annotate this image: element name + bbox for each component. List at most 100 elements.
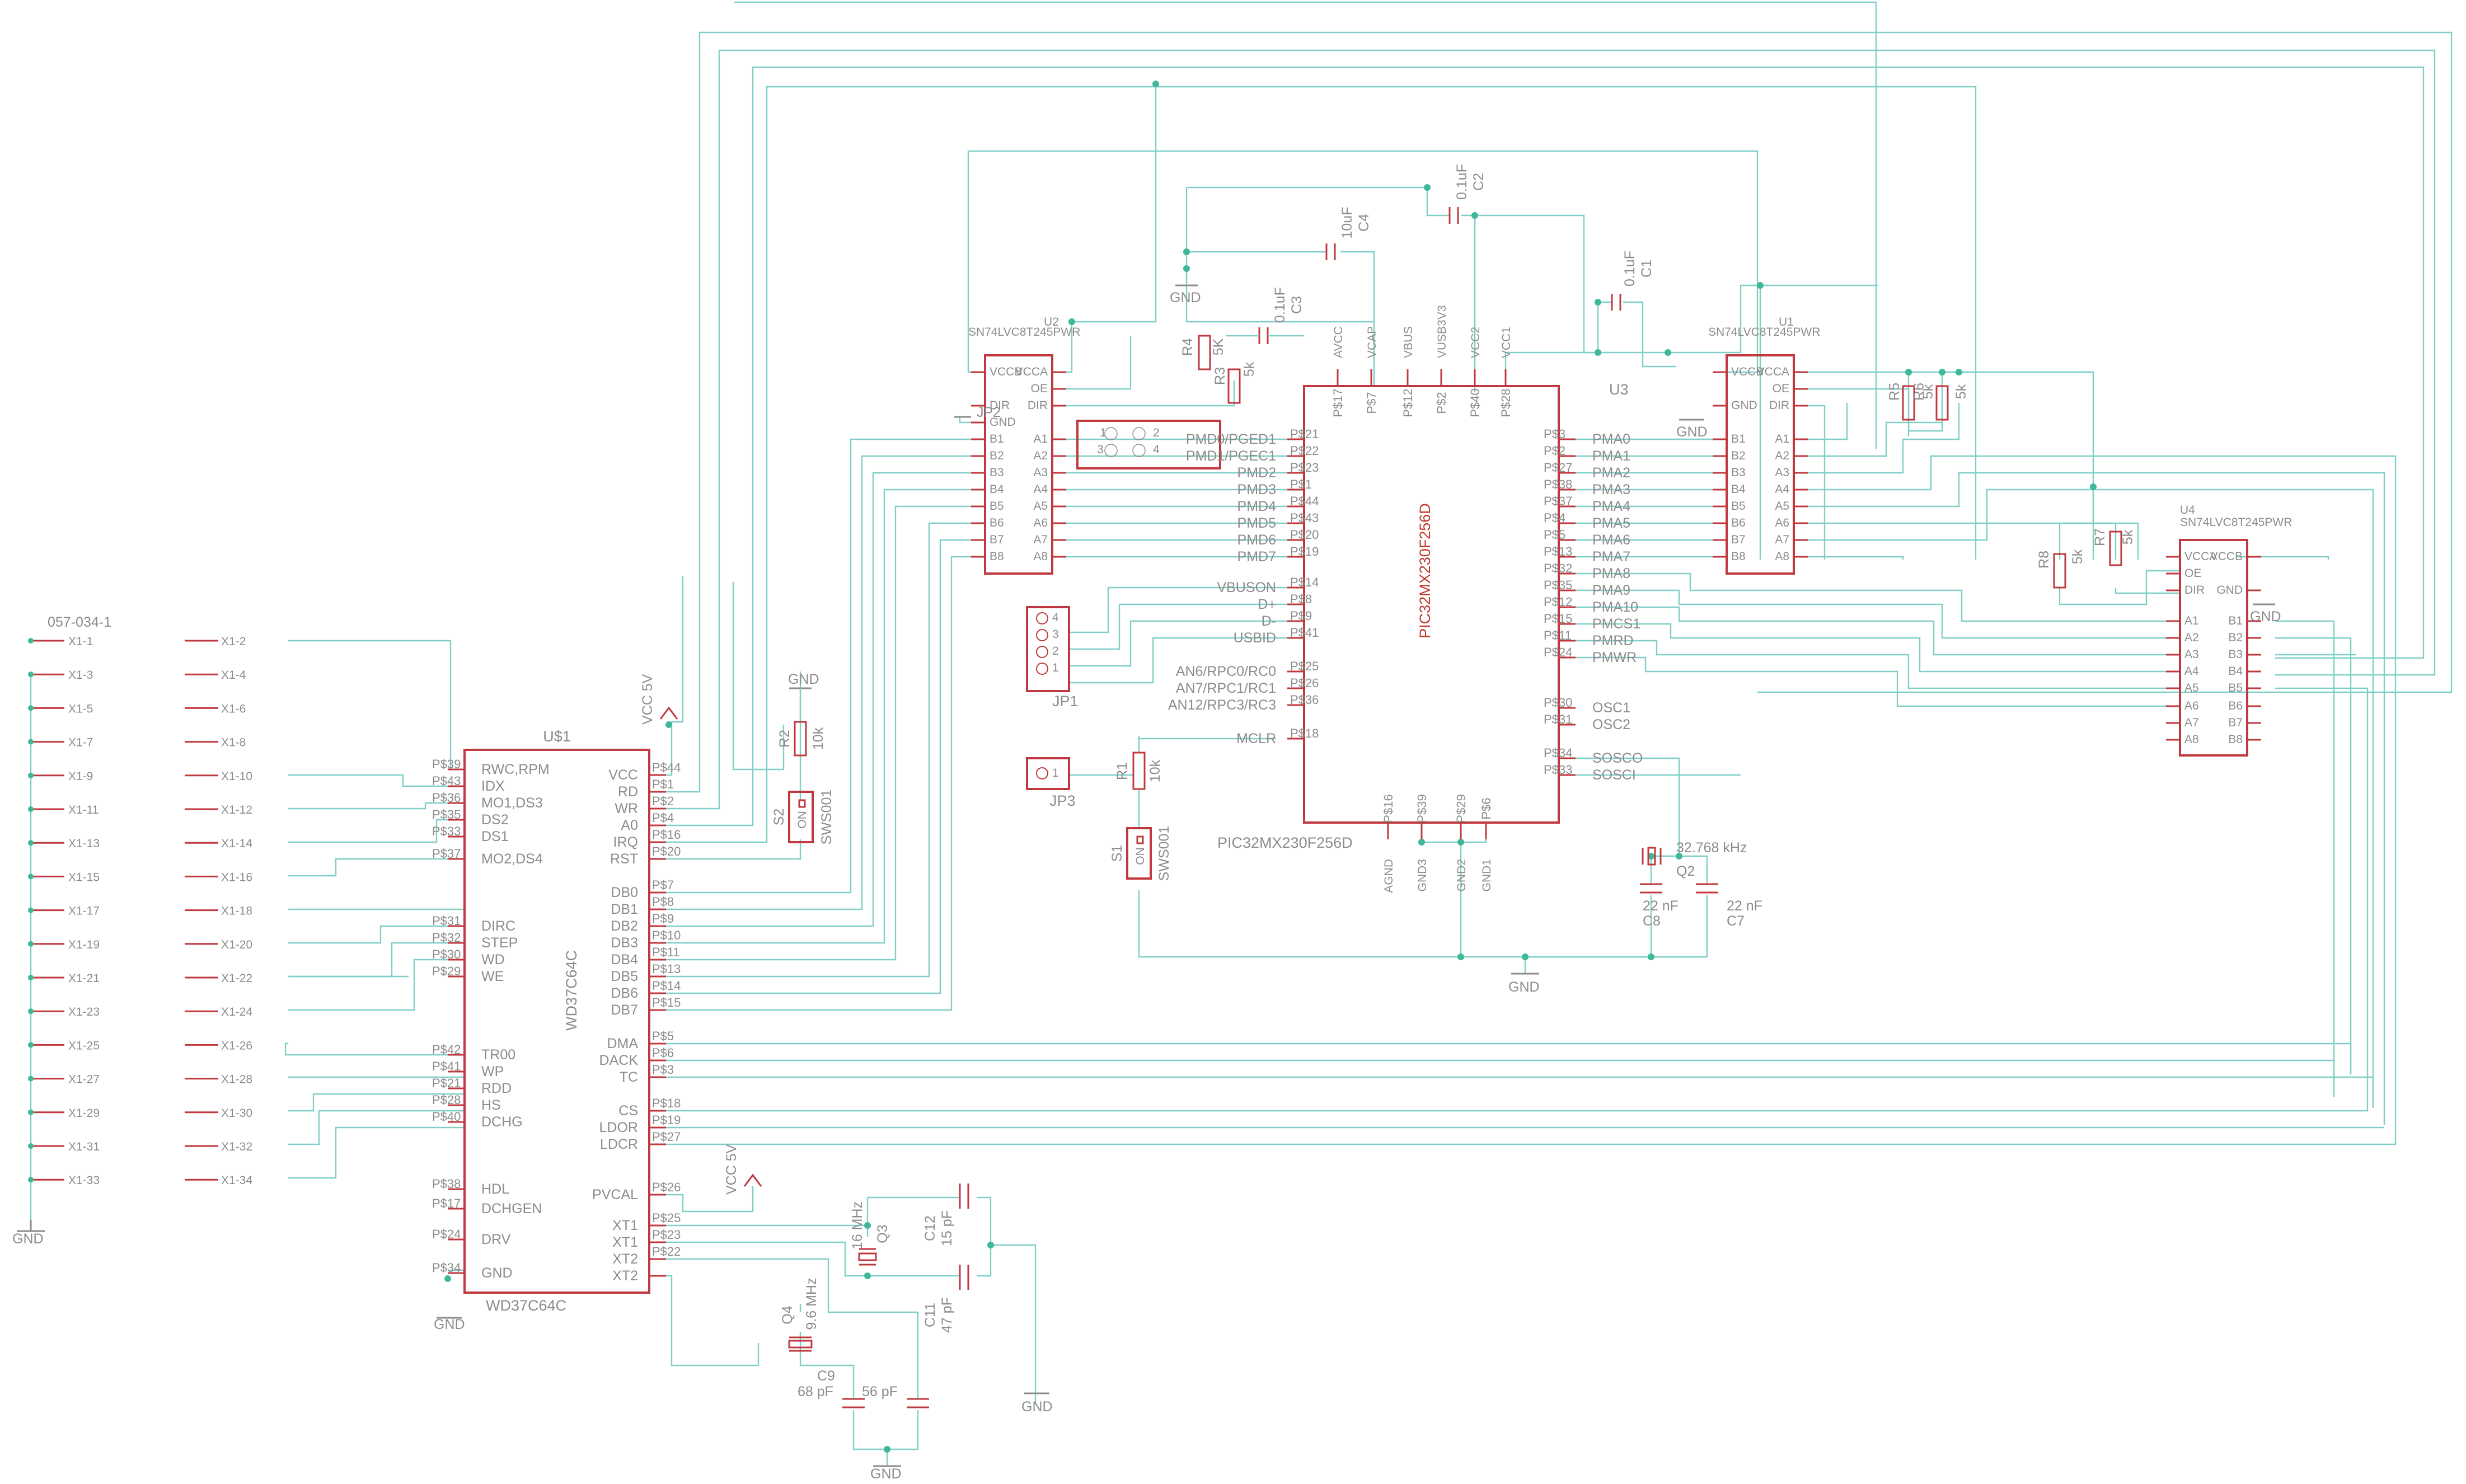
u1-pin-label: VCCB <box>1731 365 1764 378</box>
r2-value: 10k <box>810 727 826 750</box>
u2-pin-label: A4 <box>1033 483 1048 496</box>
chip-us1: U$1 WD37C64C WD37C64C RWC,RPMP$39IDXP$43… <box>432 728 681 1332</box>
u1-pin-label: B5 <box>1731 500 1746 513</box>
c3-value: 0.1uF <box>1272 287 1288 323</box>
c11-value: 47 pF <box>939 1297 955 1333</box>
us1-pin-label: DRV <box>481 1232 511 1247</box>
us1-pad: P$26 <box>652 1180 681 1194</box>
r7-value: 5k <box>2120 529 2136 544</box>
u2-pin-label: B1 <box>990 433 1004 445</box>
r1-value: 10k <box>1147 759 1163 782</box>
s2-ref: S2 <box>771 809 787 826</box>
connector-part: 057-034-1 <box>48 614 111 630</box>
connector-pin-label: X1-13 <box>68 837 100 850</box>
us1-pad: P$22 <box>652 1245 681 1258</box>
connector-pin-label: X1-21 <box>68 972 100 985</box>
u3-pin-label: AN6/RPC0/RC0 <box>1176 664 1276 679</box>
c1-value: 0.1uF <box>1622 251 1638 287</box>
u3-pin-label: VBUS <box>1402 326 1415 358</box>
u4-pin-label: OE <box>2184 567 2201 580</box>
c1-ref: C1 <box>1639 260 1654 278</box>
us1-pad: P$16 <box>652 828 681 842</box>
r7-ref: R7 <box>2092 528 2108 546</box>
us1-pin-label: RD <box>618 784 638 800</box>
u3-pin-label: GND1 <box>1480 859 1493 891</box>
connector-pin-label: X1-17 <box>68 905 100 918</box>
us1-pad: P$1 <box>652 777 674 791</box>
u3-pad: P$12 <box>1401 388 1415 417</box>
u1-pin-label: A4 <box>1775 483 1789 496</box>
jp1-ref: JP1 <box>1052 693 1079 710</box>
us1-pin-label: GND <box>481 1265 513 1281</box>
u2-pin-label: B2 <box>990 449 1004 462</box>
crystals: 32.768 kHz Q2 16 MHz Q3 9.6 MHz Q4 <box>780 840 1747 1352</box>
u2-pin-label: VCCA <box>1015 365 1048 378</box>
us1-pin-label: RDD <box>481 1081 512 1096</box>
u2-pin-label: A2 <box>1033 449 1048 462</box>
r2-gnd: GND <box>788 671 819 687</box>
net-wires <box>30 1 2453 1466</box>
pin-junction <box>28 840 34 846</box>
u4-pin-label: B4 <box>2228 665 2243 678</box>
r2-s2: GND R2 10k ON S2 SWS001 <box>771 671 834 844</box>
u4-pin-label: B6 <box>2228 699 2243 712</box>
c10-value: 56 pF <box>862 1384 898 1400</box>
us1-pad: P$20 <box>652 844 681 858</box>
vcc-label-2: VCC 5V <box>724 1144 739 1195</box>
jumper-jp2: 1 2 3 4 <box>1076 420 1221 469</box>
connector-pin-label: X1-28 <box>221 1073 252 1086</box>
q3-value: 16 MHz <box>850 1201 865 1250</box>
u4-pin-label: A4 <box>2184 665 2199 678</box>
r4-value: 5K <box>1211 338 1226 355</box>
jp1-pin-2: 2 <box>1052 645 1059 658</box>
connector-pin-label: X1-31 <box>68 1140 100 1153</box>
us1-pin-label: CS <box>618 1103 638 1119</box>
u3-pin-label: SOSCI <box>1592 767 1636 783</box>
connector-pin-label: X1-25 <box>68 1039 100 1052</box>
connector-pin-label: X1-23 <box>68 1006 100 1018</box>
u3-pin-label: VCAP <box>1366 326 1379 358</box>
r5-value: 5k <box>1920 384 1936 399</box>
us1-pin-label: VCC <box>608 767 638 783</box>
connector-pin-label: X1-32 <box>221 1140 252 1153</box>
jp2-pin-3: 3 <box>1097 443 1104 456</box>
us1-pin-label: DB5 <box>611 969 638 984</box>
pin-junction <box>28 1109 34 1115</box>
us1-pin-label: HS <box>481 1097 501 1113</box>
gnd-label: GND <box>12 1231 44 1247</box>
u4-gnd: GND <box>2250 609 2281 624</box>
us1-pin-label: IDX <box>481 778 505 794</box>
connector-pin-label: X1-29 <box>68 1107 100 1120</box>
us1-pad: P$25 <box>652 1211 681 1225</box>
r8-ref: R8 <box>2036 551 2052 569</box>
u3-pin-label: PMWR <box>1592 650 1637 665</box>
gnd-c12: GND <box>1021 1399 1053 1415</box>
us1-pin-label: DB3 <box>611 935 638 951</box>
u3-pin-label: PMD2 <box>1237 465 1276 481</box>
r8-value: 5k <box>2070 549 2085 564</box>
s2-on: ON <box>796 811 809 829</box>
c12-ref: C12 <box>922 1215 938 1241</box>
us1-pin-label: DCHGEN <box>481 1201 542 1217</box>
pin-junction <box>28 806 34 812</box>
capacitors: 10uF C4 0.1uF C2 0.1uF C1 0.1uF C3 22 nF… <box>798 164 1762 1408</box>
us1-pin-label: WR <box>615 801 638 816</box>
u1-pin-label: DIR <box>1769 399 1789 412</box>
jp2-ref: JP2 <box>977 405 1001 420</box>
chip-u4: U4 SN74LVC8T245PWR VCCAOEDIRA1A2A3A4A5A6… <box>2166 504 2292 757</box>
us1-pin-label: A0 <box>621 818 638 833</box>
pin-junction <box>28 705 34 711</box>
u2-pin-label: B5 <box>990 500 1004 513</box>
u4-pin-label: VCCB <box>2210 550 2243 563</box>
u3-pin-label: AVCC <box>1332 326 1345 358</box>
r1-s1: R1 10k ON S1 SWS001 <box>1109 752 1172 881</box>
us1-pad: P$11 <box>652 945 680 959</box>
connector-pin-label: X1-7 <box>68 736 93 749</box>
q4-ref: Q4 <box>780 1305 795 1324</box>
u1-pin-label: A1 <box>1775 433 1789 445</box>
u3-pin-label: VUSB3V3 <box>1436 305 1448 358</box>
us1-pin-label: DB0 <box>611 885 638 900</box>
r4-ref: R4 <box>1180 338 1196 356</box>
u3-pin-label: PMD3 <box>1237 482 1276 497</box>
